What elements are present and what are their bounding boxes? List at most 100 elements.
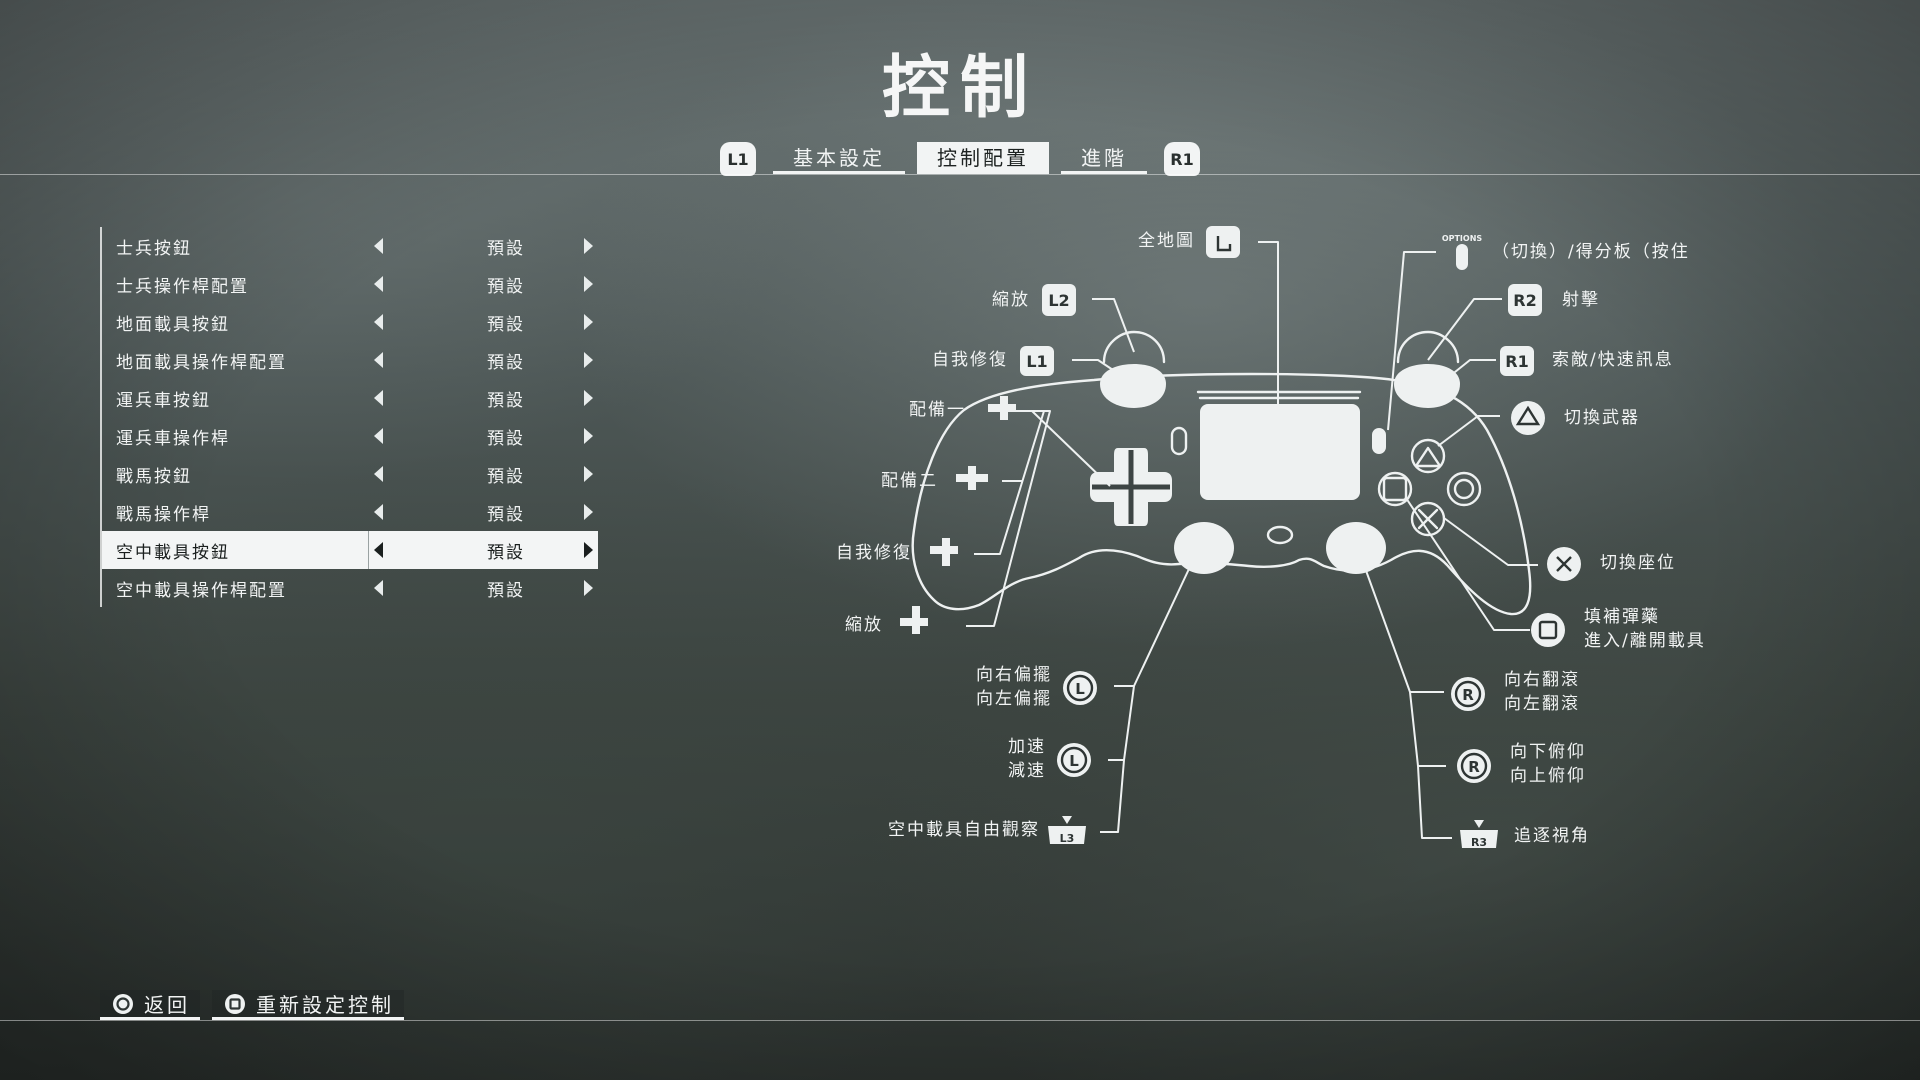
preset-row-ground-vehicle-buttons[interactable]: 地面載具按鈕 預設: [102, 303, 598, 341]
r3-badge-text: R3: [1471, 836, 1487, 849]
label-dpad-left: 配備一: [909, 400, 966, 420]
arrow-right-icon[interactable]: [584, 314, 593, 330]
preset-value: 預設: [487, 466, 525, 487]
preset-value: 預設: [487, 352, 525, 373]
label-r1: 索敵/快速訊息: [1552, 350, 1674, 370]
r1-badge-icon: [1500, 346, 1534, 376]
square-button-icon: [225, 993, 245, 1014]
left-stick-letter: L: [1075, 680, 1085, 698]
tab-basic-settings[interactable]: 基本設定: [773, 142, 905, 174]
preset-label: 戰馬操作桿: [116, 504, 211, 525]
dpad-down-icon: [930, 538, 958, 566]
arrow-right-icon[interactable]: [584, 352, 593, 368]
preset-value: 預設: [487, 276, 525, 297]
arrow-left-icon[interactable]: [374, 352, 383, 368]
label-pitch-up: 向上俯仰: [1510, 766, 1586, 786]
header-divider: [0, 174, 1920, 175]
preset-label: 士兵操作桿配置: [116, 276, 249, 297]
preset-label: 運兵車按鈕: [116, 390, 211, 411]
options-icon: [1456, 244, 1468, 270]
preset-row-soldier-buttons[interactable]: 士兵按鈕 預設: [102, 227, 598, 265]
square-button-shape: [1382, 476, 1408, 502]
callout-line-dpad-down: [966, 410, 1051, 627]
arrow-right-icon[interactable]: [584, 542, 593, 558]
arrow-right-icon[interactable]: [584, 390, 593, 406]
arrow-left-icon[interactable]: [374, 390, 383, 406]
label-square: 填補彈藥 進入/離開載具: [1584, 605, 1706, 653]
dpad-left-icon: [988, 396, 1016, 420]
label-decelerate: 減速: [1008, 761, 1046, 781]
preset-row-transport-buttons[interactable]: 運兵車按鈕 預設: [102, 379, 598, 417]
l1-button-shape: [1102, 330, 1166, 364]
l1-badge-text: L1: [1026, 352, 1047, 371]
callout-line-left-stick: [1100, 553, 1197, 833]
label-dpad-down: 自我修復: [836, 543, 912, 563]
back-button[interactable]: 返回: [100, 990, 200, 1020]
label-r3: 追逐視角: [1514, 826, 1590, 846]
reset-controls-label: 重新設定控制: [256, 993, 394, 1017]
label-enter-exit: 進入/離開載具: [1584, 631, 1706, 651]
touchpad: [1200, 404, 1360, 500]
preset-label: 士兵按鈕: [116, 238, 192, 259]
preset-value: 預設: [487, 390, 525, 411]
l3-badge-text: L3: [1060, 832, 1075, 845]
r1-bumper-icon[interactable]: R1: [1164, 142, 1200, 176]
l1-bumper-icon[interactable]: L1: [720, 142, 756, 176]
touchpad-icon: [1206, 226, 1240, 258]
preset-row-air-vehicle-buttons[interactable]: 空中載具按鈕 預設: [102, 531, 598, 569]
preset-row-ground-vehicle-sticks[interactable]: 地面載具操作桿配置 預設: [102, 341, 598, 379]
arrow-right-icon[interactable]: [584, 428, 593, 444]
arrow-left-icon[interactable]: [374, 580, 383, 596]
arrow-left-icon[interactable]: [374, 276, 383, 292]
arrow-left-icon[interactable]: [374, 466, 383, 482]
r1-button-fill: [1394, 364, 1460, 408]
label-left-stick-yaw: 向右偏擺 向左偏擺: [976, 663, 1052, 711]
arrow-left-icon[interactable]: [374, 314, 383, 330]
label-r2: 射擊: [1562, 290, 1600, 310]
triangle-button-shape: [1414, 446, 1442, 468]
label-yaw-left: 向左偏擺: [976, 689, 1052, 709]
label-accelerate: 加速: [1008, 737, 1046, 757]
right-stick-shape: [1326, 522, 1386, 574]
label-pitch-down: 向下俯仰: [1510, 742, 1586, 762]
label-roll-left: 向左翻滾: [1504, 694, 1580, 714]
preset-label: 地面載具按鈕: [116, 314, 230, 335]
triangle-badge-icon: [1511, 401, 1545, 435]
left-stick-shape: [1174, 522, 1234, 574]
label-yaw-right: 向右偏擺: [976, 665, 1052, 685]
arrow-right-icon[interactable]: [584, 238, 593, 254]
label-right-stick-roll: 向右翻滾 向左翻滾: [1504, 668, 1580, 716]
controller-outline: [911, 372, 1532, 616]
preset-label: 空中載具操作桿配置: [116, 580, 287, 601]
tab-control-layout[interactable]: 控制配置: [917, 142, 1049, 174]
preset-row-air-vehicle-sticks[interactable]: 空中載具操作桿配置 預設: [102, 569, 598, 607]
preset-row-transport-sticks[interactable]: 運兵車操作桿 預設: [102, 417, 598, 455]
preset-row-soldier-sticks[interactable]: 士兵操作桿配置 預設: [102, 265, 598, 303]
callout-line-l1: [1072, 359, 1123, 377]
preset-value: 預設: [487, 238, 525, 259]
l2-badge-icon: [1042, 284, 1076, 316]
arrow-right-icon[interactable]: [584, 504, 593, 520]
preset-list: 士兵按鈕 預設 士兵操作桿配置 預設 地面載具按鈕 預設 地面載具操作桿配置 預…: [100, 227, 598, 607]
r3-press-icon: [1460, 830, 1498, 848]
label-roll-right: 向右翻滾: [1504, 670, 1580, 690]
arrow-left-icon[interactable]: [374, 504, 383, 520]
preset-value: 預設: [487, 580, 525, 601]
label-left-stick-throttle: 加速 減速: [1008, 735, 1046, 783]
circle-button-shape: [1446, 471, 1482, 507]
tab-advanced[interactable]: 進階: [1061, 142, 1147, 174]
arrow-right-icon[interactable]: [584, 580, 593, 596]
preset-row-horse-buttons[interactable]: 戰馬按鈕 預設: [102, 455, 598, 493]
l3-press-icon: [1048, 826, 1086, 844]
r2-badge-text: R2: [1513, 291, 1536, 310]
preset-value: 預設: [487, 314, 525, 335]
arrow-right-icon[interactable]: [584, 276, 593, 292]
preset-row-horse-sticks[interactable]: 戰馬操作桿 預設: [102, 493, 598, 531]
back-button-label: 返回: [144, 993, 190, 1017]
reset-controls-button[interactable]: 重新設定控制: [212, 990, 404, 1020]
arrow-left-icon[interactable]: [374, 428, 383, 444]
arrow-left-icon[interactable]: [374, 238, 383, 254]
arrow-left-icon[interactable]: [374, 542, 383, 558]
share-button-shape: [1170, 426, 1188, 456]
arrow-right-icon[interactable]: [584, 466, 593, 482]
